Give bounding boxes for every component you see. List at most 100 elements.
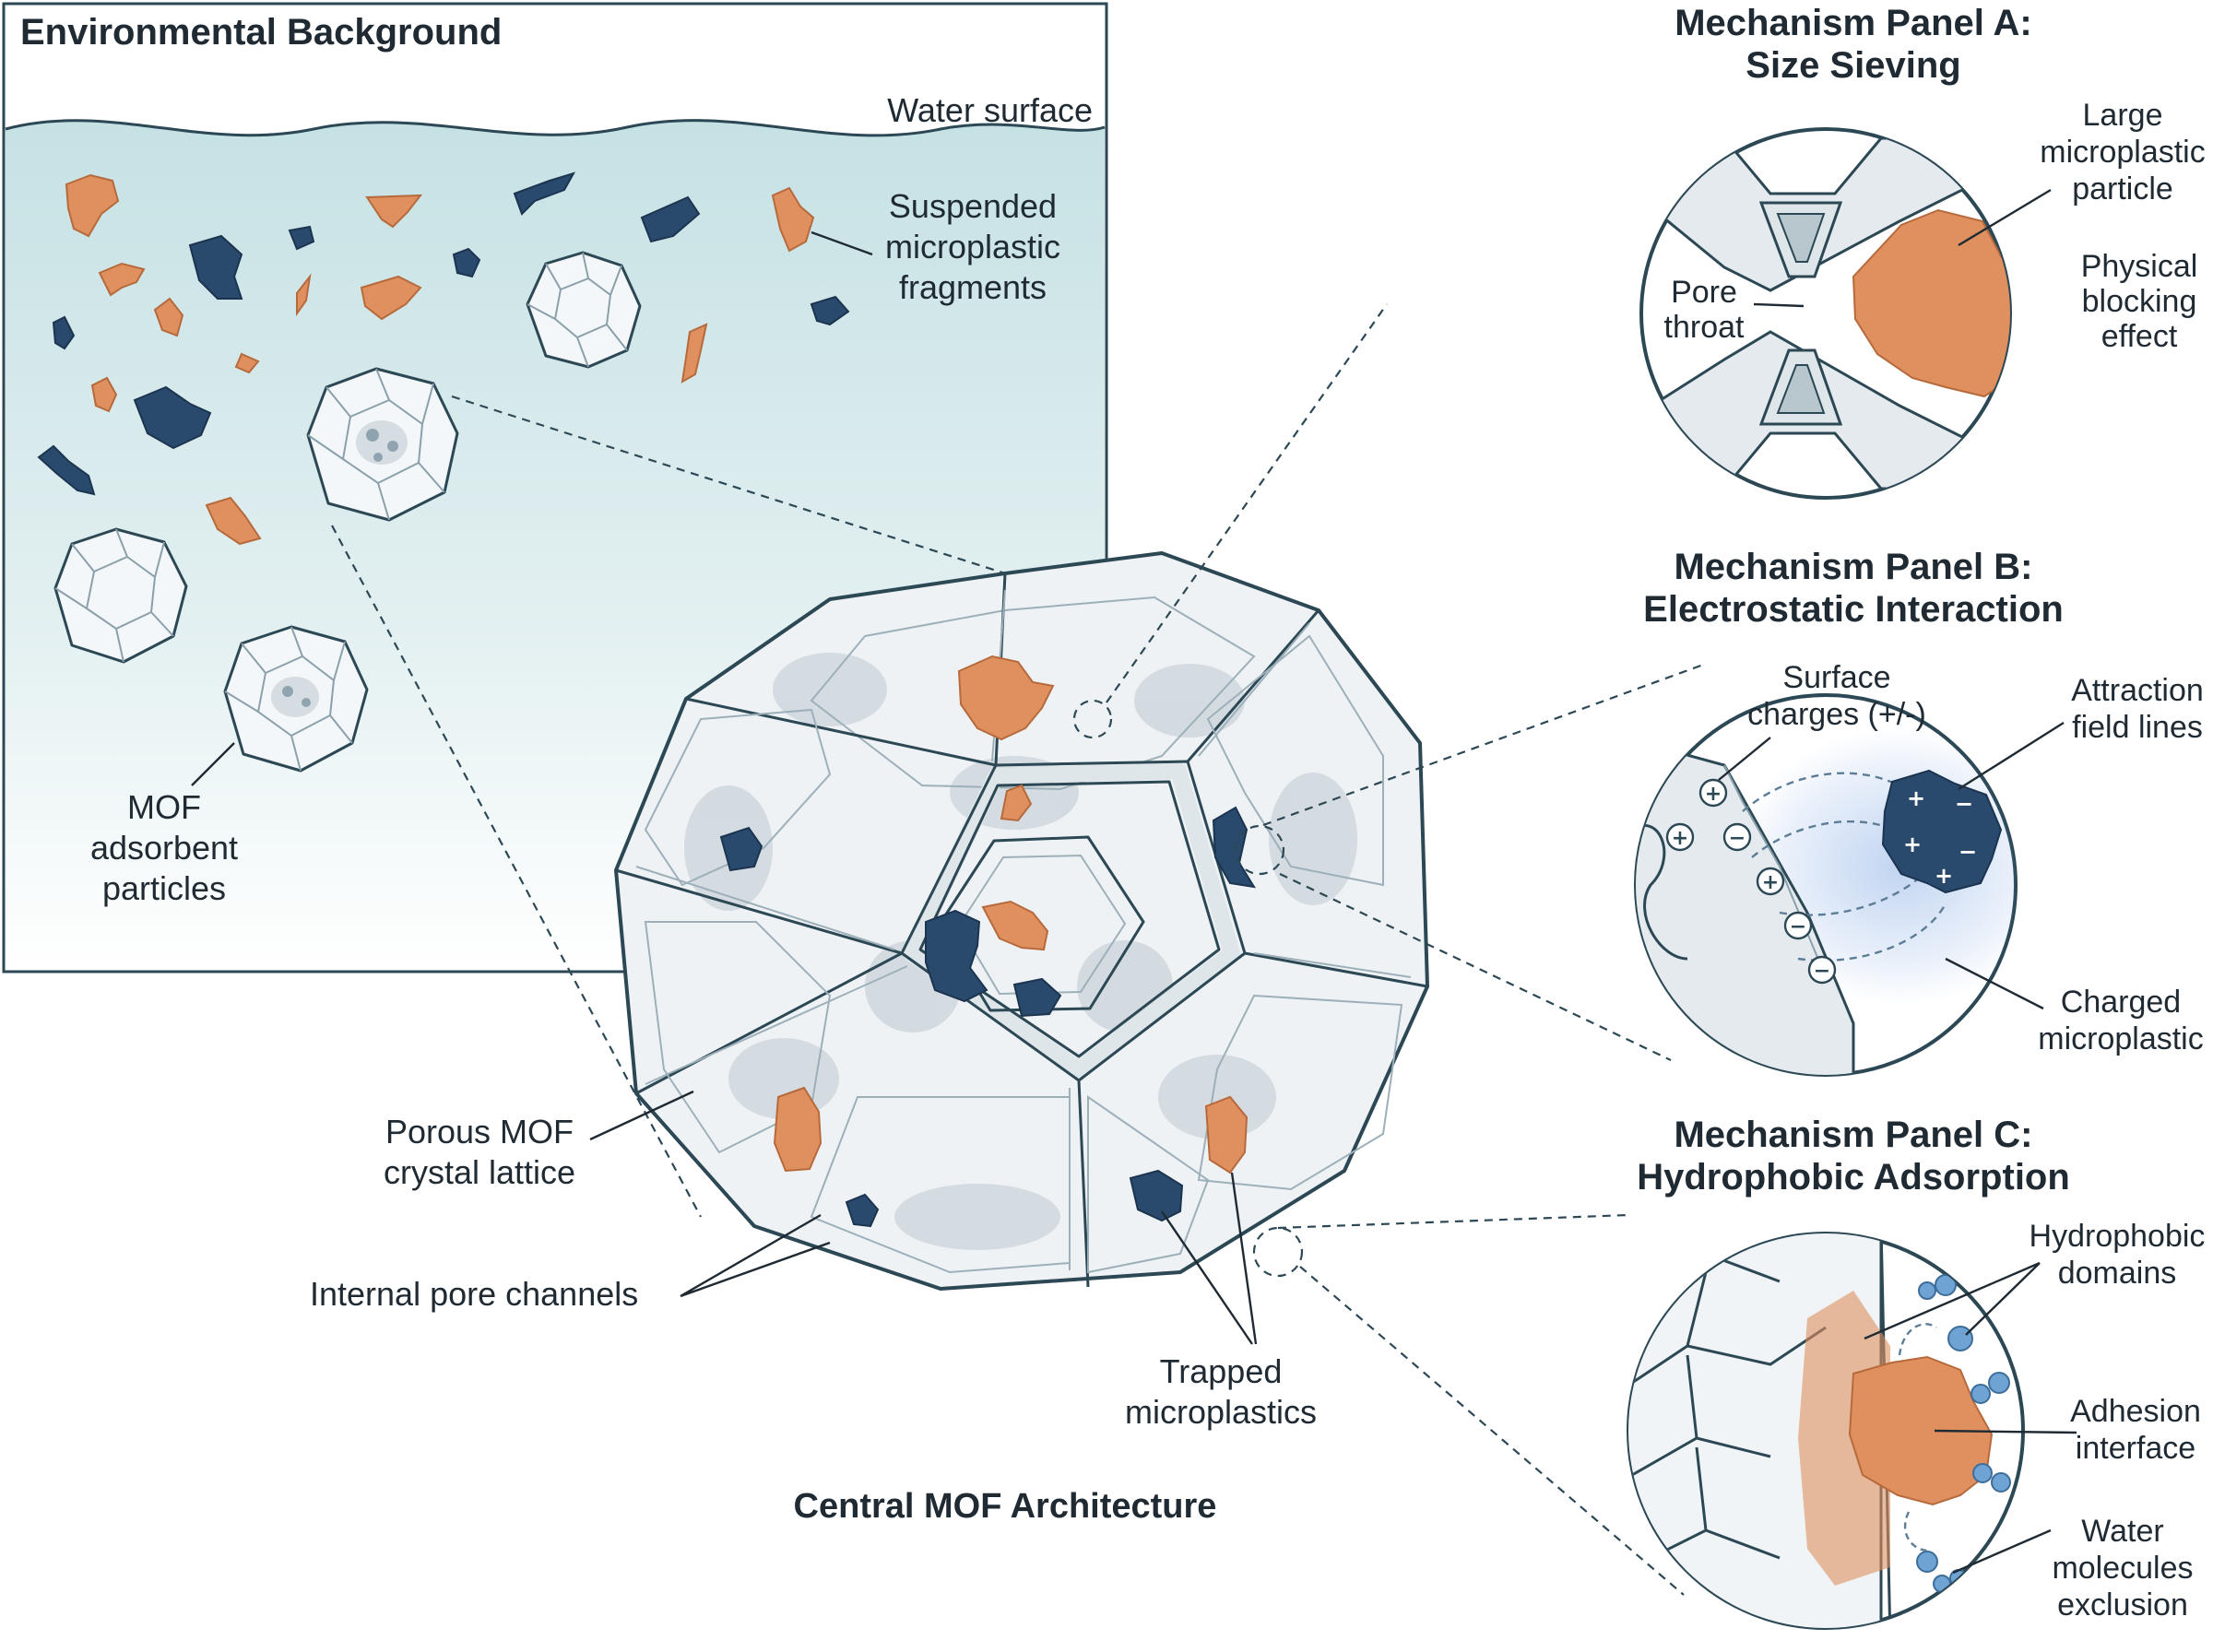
fragment-orange (98, 262, 146, 297)
trapped-navy (925, 909, 988, 1003)
pore-throat-label-line1: Pore (1671, 275, 1737, 310)
panel-a-title-line2: Size Sieving (1746, 45, 1960, 86)
svg-text:−: − (1729, 827, 1746, 850)
panel-b: Mechanism Panel B: Electrostatic Interac… (1634, 547, 2204, 1077)
mof-particle (53, 527, 188, 664)
trapped-orange (773, 1086, 822, 1173)
charged-microplastic (1881, 769, 2003, 894)
pore-throat-label-line2: throat (1664, 310, 1745, 345)
hydro-label-line1: Hydrophobic (2030, 1219, 2206, 1254)
large-microplastic (1852, 208, 2010, 398)
blocking-label-line2: blocking (2082, 284, 2197, 319)
trapped-navy (1129, 1169, 1184, 1222)
surface-label-line2: charges (+/-) (1747, 697, 1926, 732)
svg-text:+: + (1705, 783, 1722, 806)
fragment-orange (205, 496, 262, 546)
fragment-orange (153, 297, 184, 337)
large-label-line2: microplastic (2040, 135, 2205, 170)
panel-c: Mechanism Panel C: Hydrophobic Adsorptio… (1627, 1115, 2206, 1630)
lattice-leader (589, 1090, 694, 1141)
panel-a: Mechanism Panel A: Size Sieving Large mi… (1639, 3, 2206, 500)
environment-title: Environmental Background (20, 12, 502, 53)
zoom-spot-b (1234, 824, 1285, 876)
fragments-leader (811, 230, 873, 256)
trapped-leader (1161, 1172, 1258, 1345)
fragment-navy (810, 295, 850, 326)
central-mof: Central MOF Architecture Porous MOF crys… (310, 551, 1429, 1526)
lattice-label-line1: Porous MOF (385, 1113, 574, 1150)
mof-label-line2: adsorbent (90, 829, 238, 867)
mof-leader (191, 742, 235, 786)
svg-text:+: + (1903, 832, 1922, 857)
trapped-navy (1212, 806, 1256, 889)
mof-label-line3: particles (102, 869, 226, 907)
svg-text:+: + (1907, 785, 1925, 811)
hydro-label-line2: domains (2058, 1256, 2177, 1291)
field-label-line1: Attraction (2071, 673, 2204, 708)
fragments-label-line1: Suspended (889, 187, 1057, 225)
fragment-orange (680, 323, 708, 384)
svg-text:−: − (1959, 839, 1977, 865)
pore-label: Internal pore channels (310, 1275, 638, 1313)
pore-leader (680, 1213, 831, 1298)
zoom-lines-panels (1106, 303, 1707, 1596)
central-title: Central MOF Architecture (794, 1487, 1217, 1526)
fragment-navy (37, 444, 96, 496)
svg-text:+: + (1672, 827, 1688, 850)
fragment-orange (65, 173, 120, 238)
large-label-line3: particle (2072, 171, 2173, 206)
fragment-orange (360, 275, 422, 321)
zoom-lines-env (331, 395, 1006, 1218)
svg-text:+: + (1762, 871, 1779, 894)
trapped-navy (1012, 977, 1062, 1018)
svg-text:−: − (1790, 915, 1806, 938)
fragment-navy (52, 315, 76, 350)
charged-label-line1: Charged (2061, 985, 2181, 1020)
mof-label-line1: MOF (127, 788, 201, 826)
fragments-label-line3: fragments (899, 268, 1047, 306)
charged-label-line2: microplastic (2038, 1021, 2203, 1056)
trapped-navy (845, 1193, 880, 1228)
fragment-navy (133, 385, 212, 450)
trapped-label-line2: microplastics (1125, 1393, 1317, 1431)
adhesion-label-line1: Adhesion (2070, 1394, 2201, 1429)
fragment-orange (365, 194, 423, 229)
fragments-label-line2: microplastic (885, 228, 1060, 266)
panel-c-title-line2: Hydrophobic Adsorption (1637, 1157, 2070, 1198)
large-label-line1: Large (2083, 98, 2163, 133)
suspended-fragments (37, 171, 850, 546)
field-label-line2: field lines (2072, 710, 2203, 745)
water-surface-line (5, 119, 1106, 137)
svg-text:−: − (1814, 960, 1830, 983)
panel-b-title-line1: Mechanism Panel B: (1674, 547, 2032, 587)
panel-c-title-line1: Mechanism Panel C: (1674, 1115, 2032, 1155)
panel-b-title-line2: Electrostatic Interaction (1643, 589, 2064, 630)
lattice-label-line2: crystal lattice (384, 1153, 575, 1191)
fragment-orange (296, 273, 312, 317)
trapped-orange (1204, 1095, 1249, 1174)
water-label-line2: molecules (2052, 1551, 2193, 1586)
blocking-label-line3: effect (2101, 319, 2178, 354)
trapped-label-line1: Trapped (1160, 1352, 1283, 1390)
surface-charges (1665, 778, 1837, 985)
water-label-line3: exclusion (2057, 1587, 2188, 1622)
trapped-orange (957, 655, 1055, 741)
fragment-navy (640, 195, 701, 243)
water-label-line1: Water (2081, 1514, 2163, 1549)
zoom-spot-a (1072, 699, 1113, 739)
fragment-orange (234, 352, 260, 374)
trapped-orange (981, 900, 1049, 951)
svg-text:−: − (1955, 791, 1973, 817)
trapped-microplastics (719, 655, 1256, 1228)
fragment-navy (513, 171, 576, 216)
svg-text:+: + (1935, 863, 1953, 889)
fragment-orange (90, 376, 118, 413)
blocking-label-line1: Physical (2081, 249, 2198, 284)
mof-particle (223, 625, 369, 773)
trapped-orange (1000, 784, 1033, 822)
adhesion-label-line2: interface (2076, 1431, 2195, 1466)
mof-particle (306, 367, 459, 522)
fragment-orange (771, 186, 815, 253)
fragment-navy (452, 247, 481, 278)
